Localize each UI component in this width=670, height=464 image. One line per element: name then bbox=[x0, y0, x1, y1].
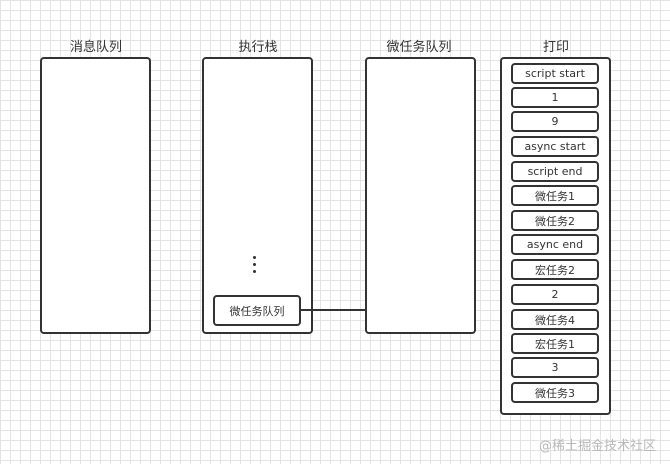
print-item: 微任务2 bbox=[511, 210, 599, 231]
print-item: 宏任务1 bbox=[511, 333, 599, 354]
microtask-queue-title: 微任务队列 bbox=[386, 40, 452, 55]
print-item: 宏任务2 bbox=[511, 259, 599, 280]
print-item: 2 bbox=[511, 284, 599, 305]
call-stack-box bbox=[202, 57, 313, 334]
print-item: async end bbox=[511, 234, 599, 255]
message-queue-box bbox=[40, 57, 151, 334]
print-item: 微任务4 bbox=[511, 309, 599, 330]
print-item: 3 bbox=[511, 357, 599, 378]
microtask-queue-box bbox=[365, 57, 476, 334]
print-item: script start bbox=[511, 63, 599, 84]
print-item: script end bbox=[511, 161, 599, 182]
print-item: 微任务3 bbox=[511, 382, 599, 403]
call-stack-title: 执行栈 bbox=[238, 40, 278, 55]
ellipsis-dot bbox=[253, 270, 256, 273]
print-item: async start bbox=[511, 136, 599, 157]
message-queue-title: 消息队列 bbox=[69, 40, 122, 55]
print-item: 微任务1 bbox=[511, 185, 599, 206]
ellipsis-dot bbox=[253, 263, 256, 266]
call-stack-item: 微任务队列 bbox=[213, 295, 301, 326]
print-item: 9 bbox=[511, 111, 599, 132]
print-item: 1 bbox=[511, 87, 599, 108]
print-title: 打印 bbox=[542, 40, 569, 55]
ellipsis-dot bbox=[253, 256, 256, 259]
watermark: @稀土掘金技术社区 bbox=[538, 439, 656, 454]
connector-line bbox=[301, 309, 367, 311]
